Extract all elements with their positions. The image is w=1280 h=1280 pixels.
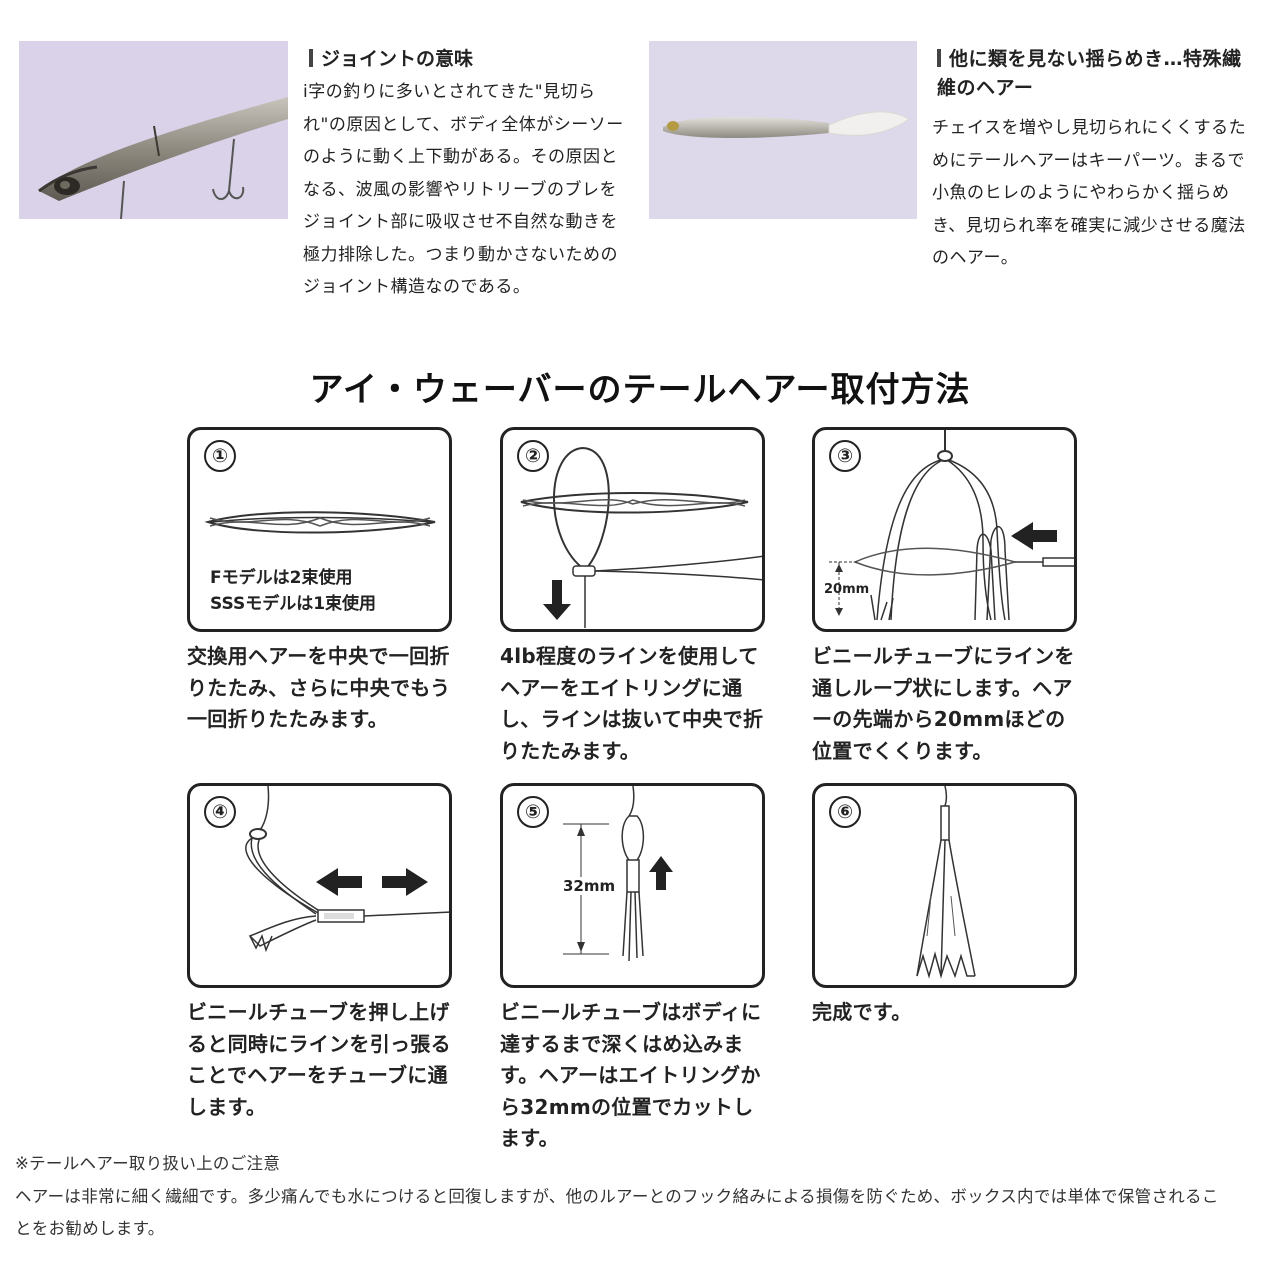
finished-hair-illustration [916,786,976,979]
step-number-1: ① [204,440,236,472]
step-panel-3: ③ 20mm [812,427,1077,632]
cut-length-illustration [563,786,673,962]
left-arrow-icon [316,868,362,896]
title-bar-mark [309,49,313,67]
step-number-5: ⑤ [517,796,549,828]
step-caption-2: 4lb程度のラインを使用してヘアーをエイトリングに通し、ラインは抜いて中央で折り… [500,644,764,763]
dimension-label-32mm: 32mm [563,877,616,895]
step-caption-1: 交換用ヘアーを中央で一回折りたたみ、さらに中央でもう一回折りたたみます。 [187,644,451,731]
feature-title-hair: 他に類を見ない揺らめき…特殊繊維のヘアー [937,45,1259,103]
feature-title-joint: ジョイントの意味 [309,45,629,74]
lure-joint-illustration [19,41,288,219]
step-number-4: ④ [204,796,236,828]
step-caption-3: ビニールチューブにラインを通しループ状にします。ヘアーの先端から20mmほどの位… [812,644,1075,763]
dimension-label-20mm: 20mm [824,582,870,597]
feature-title-joint-text: ジョイントの意味 [321,48,474,70]
pull-through-illustration [245,786,449,953]
title-bar-mark [937,49,941,67]
step-1-note-f: Fモデルは2束使用 [210,568,353,588]
feature-title-hair-text: 他に類を見ない揺らめき…特殊繊維のヘアー [937,48,1242,99]
step-1-note-sss: SSSモデルは1束使用 [210,594,377,614]
lure-hair-illustration [649,41,917,219]
step-panel-6: ⑥ [812,783,1077,988]
right-arrow-icon [382,868,428,896]
step-panel-4: ④ [187,783,452,988]
folded-hair-illustration [204,511,436,534]
step-number-6: ⑥ [829,796,861,828]
line-through-ring-illustration [520,446,762,628]
notes-title: ※テールヘアー取り扱い上のご注意 [15,1154,281,1173]
step-panel-2: ② [500,427,765,632]
step-number-2: ② [517,440,549,472]
step-caption-6: 完成です。 [812,1000,912,1024]
section-heading: アイ・ウェーバーのテールヘアー取付方法 [309,370,971,410]
step-panel-5: ⑤ 32mm [500,783,765,988]
step-panel-1: ① Fモデルは2束使用 SSSモデルは1束使用 [187,427,452,632]
step-caption-5: ビニールチューブはボディに達するまで深くはめ込みます。ヘアーはエイトリングから3… [500,1000,762,1150]
lure-hair-photo [649,41,917,219]
feature-body-hair: チェイスを増やし見切られにくくするためにテールヘアーはキーパーツ。まるで小魚のヒ… [932,118,1247,268]
lure-joint-photo [19,41,288,219]
loop-tie-illustration [829,430,1074,621]
up-arrow-icon [656,870,666,890]
left-arrow-icon [1031,530,1057,542]
down-arrow-icon [552,580,562,606]
notes-body: ヘアーは非常に細く繊細です。多少痛んでも水につけると回復しますが、他のルアーとの… [15,1187,1219,1238]
step-caption-4: ビニールチューブを押し上げると同時にラインを引っ張ることでヘアーをチューブに通し… [187,1000,451,1119]
feature-body-joint: i字の釣りに多いとされてきた"見切られ"の原因として、ボディ全体がシーソーのよう… [303,82,624,297]
step-number-3: ③ [829,440,861,472]
